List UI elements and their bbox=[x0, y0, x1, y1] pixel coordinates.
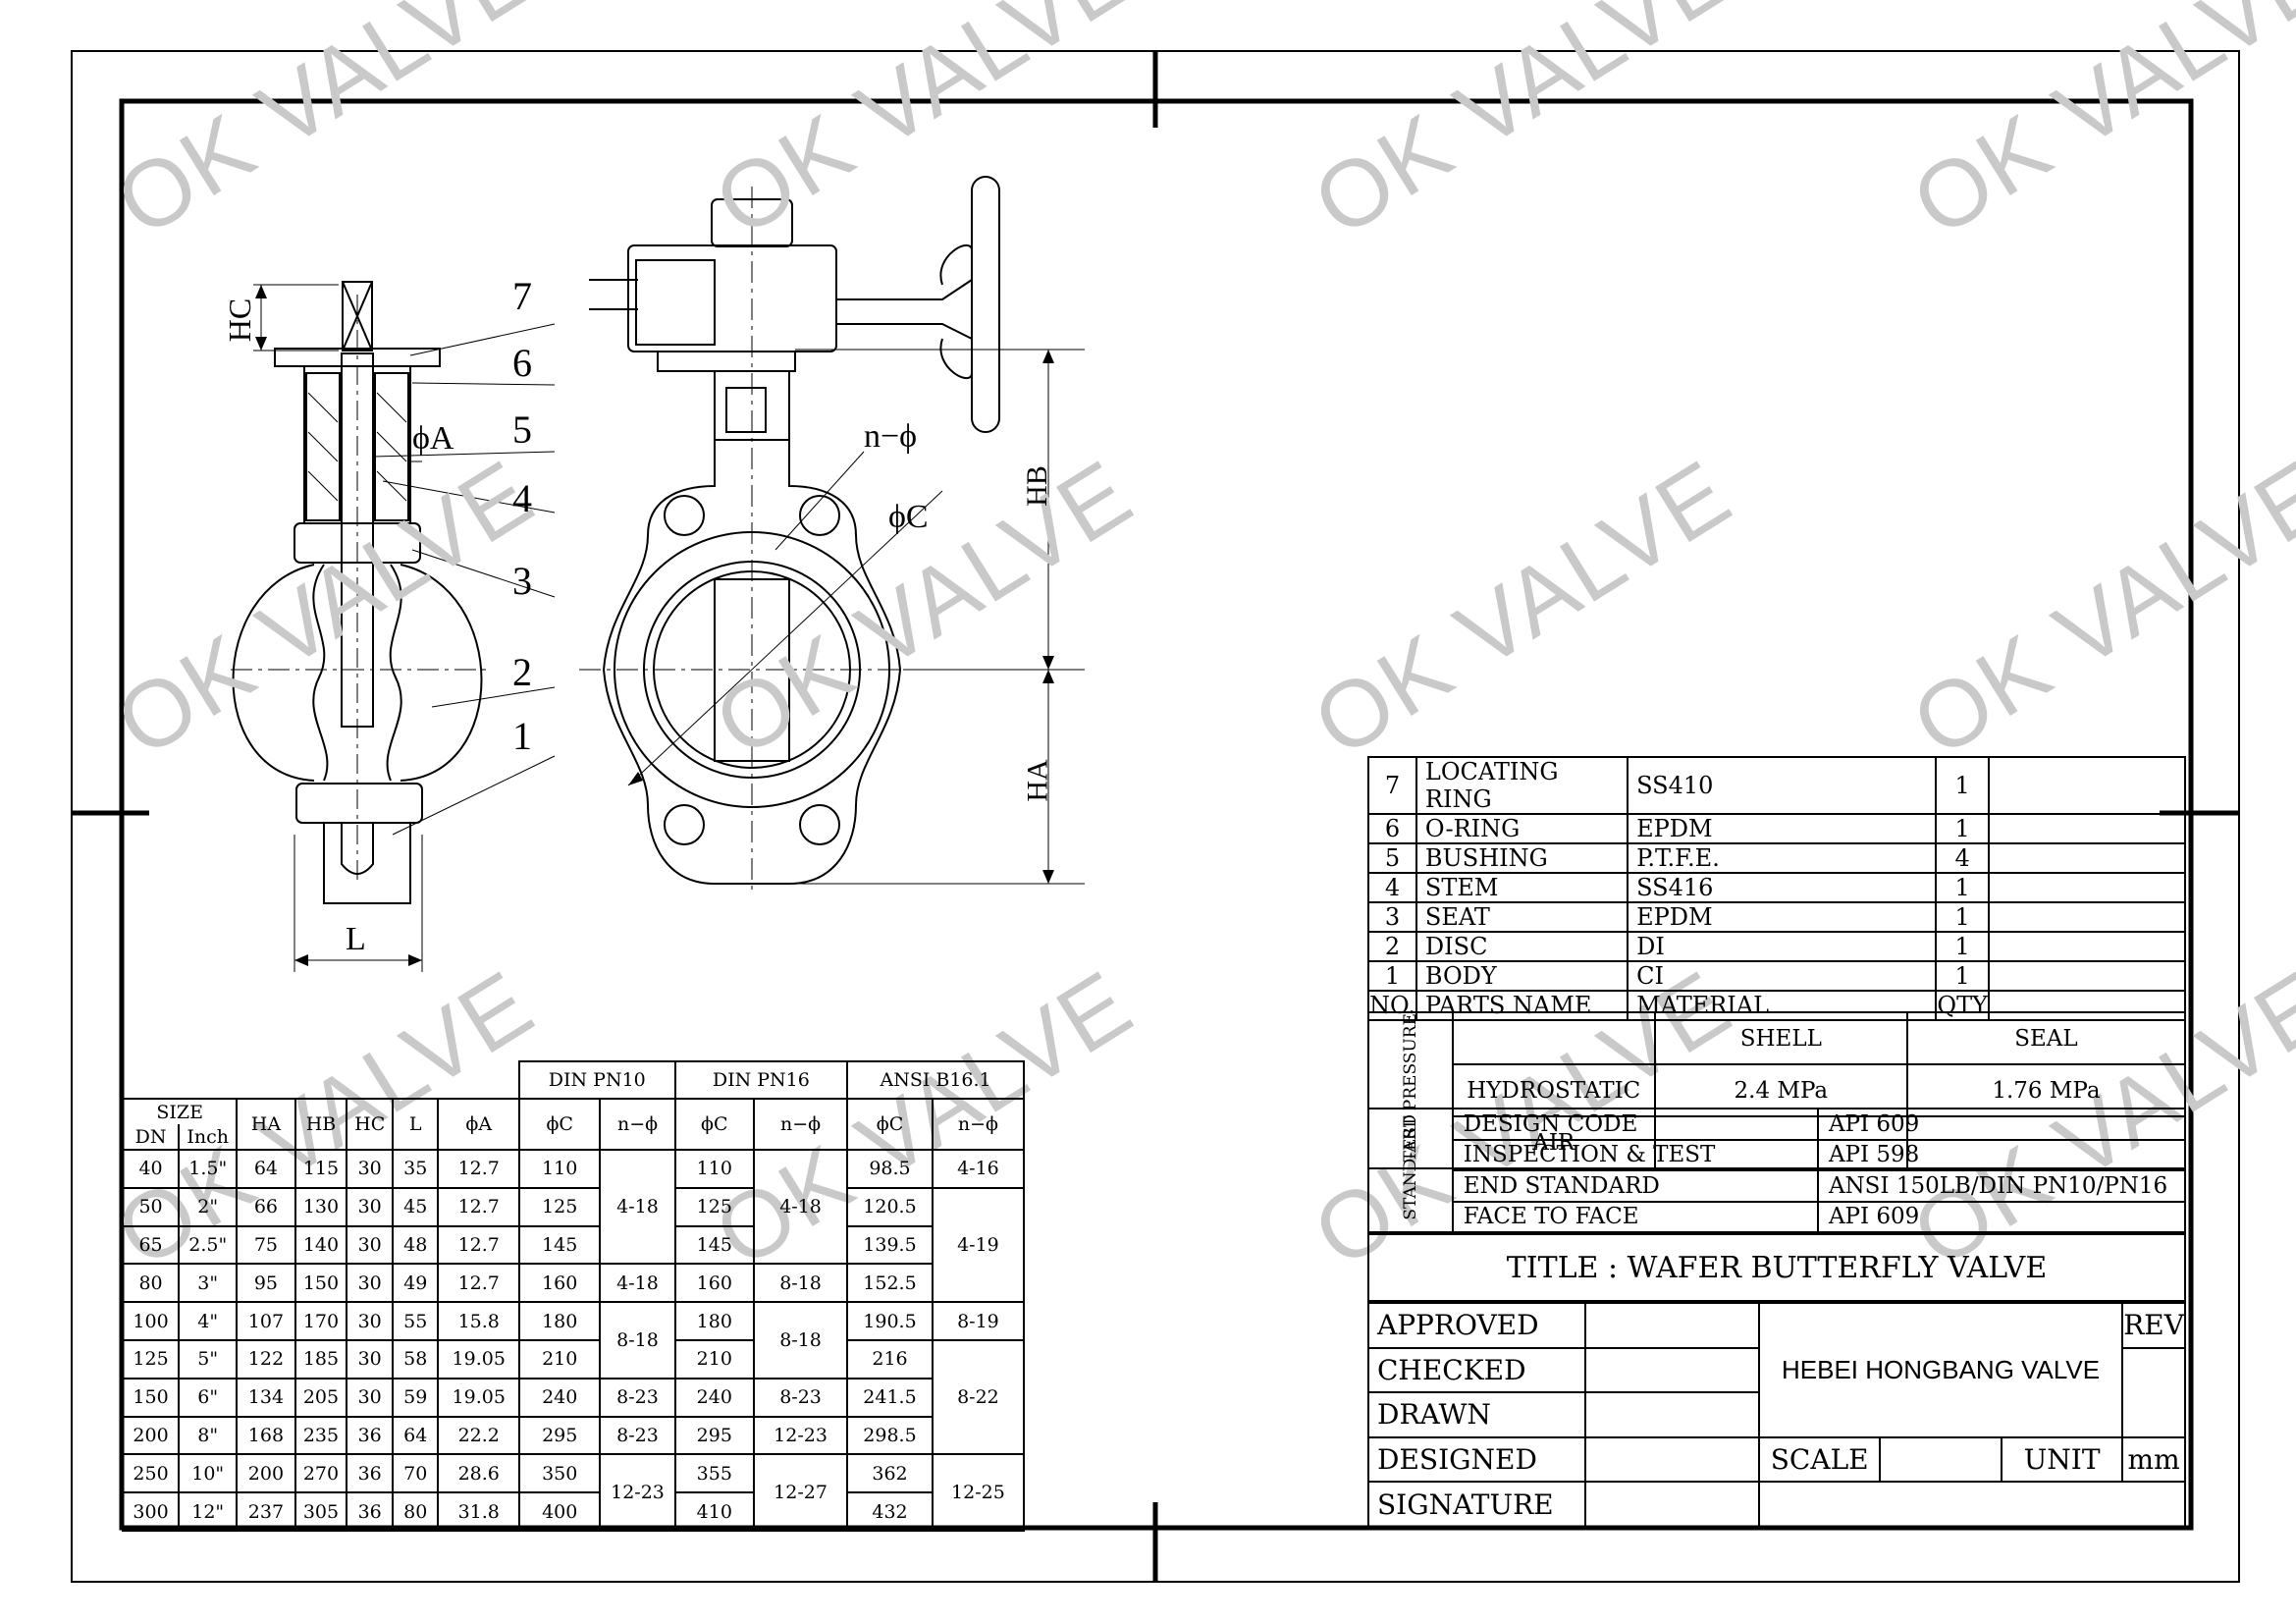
col-header: HA bbox=[236, 1098, 296, 1151]
group-header: DIN PN16 bbox=[673, 1060, 849, 1100]
approved-label: APPROVED bbox=[1366, 1302, 1587, 1349]
group-header: ANSI B16.1 bbox=[846, 1060, 1025, 1100]
callout-4: 4 bbox=[512, 476, 532, 520]
col-header: L bbox=[391, 1098, 440, 1151]
unit-value: mm bbox=[2121, 1435, 2186, 1484]
signature-table: APPROVED HEBEI HONGBANG VALVE REV CHECKE… bbox=[1366, 1302, 2187, 1528]
dn-header: DN bbox=[121, 1124, 181, 1151]
sub-header: ϕC bbox=[846, 1098, 934, 1151]
front-view bbox=[579, 176, 1085, 893]
side-view bbox=[231, 281, 556, 972]
size-table: DIN PN10 DIN PN16 ANSI B16.1 SIZE HA HB … bbox=[121, 1060, 1026, 1532]
col-header: ϕA bbox=[437, 1098, 520, 1151]
inch-header: Inch bbox=[178, 1124, 239, 1151]
group-header: DIN PN10 bbox=[517, 1060, 676, 1100]
standard-label: STAND-ARD bbox=[1400, 1114, 1420, 1220]
dim-hb: HB bbox=[1020, 465, 1053, 507]
callout-3: 3 bbox=[512, 559, 532, 603]
col-header: HB bbox=[294, 1098, 348, 1151]
signature-label: SIGNATURE bbox=[1366, 1481, 1587, 1528]
sub-header: ϕC bbox=[517, 1098, 602, 1151]
scale-label: SCALE bbox=[1757, 1435, 1882, 1484]
size-header: SIZE bbox=[121, 1098, 239, 1124]
dim-hc: HC bbox=[222, 298, 258, 343]
seal-header: SEAL bbox=[1905, 1010, 2187, 1066]
callout-1: 1 bbox=[512, 714, 532, 758]
sub-header: ϕC bbox=[673, 1098, 755, 1151]
callout-6: 6 bbox=[512, 341, 532, 385]
rev-label: REV bbox=[2121, 1302, 2186, 1349]
callout-7: 7 bbox=[512, 274, 532, 318]
dim-phi-c: ϕC bbox=[888, 499, 929, 535]
sub-header: n−ϕ bbox=[599, 1098, 676, 1151]
dim-n-phi: n−ϕ bbox=[864, 418, 918, 455]
drawing-title: TITLE : WAFER BUTTERFLY VALVE bbox=[1367, 1233, 2186, 1302]
dim-l: L bbox=[346, 921, 366, 957]
col-header: HC bbox=[346, 1098, 394, 1151]
dim-ha: HA bbox=[1021, 759, 1054, 802]
hydrostatic-label: HYDROSTATIC bbox=[1451, 1063, 1656, 1118]
drawn-label: DRAWN bbox=[1366, 1391, 1587, 1438]
callout-5: 5 bbox=[512, 407, 532, 452]
designed-label: DESIGNED bbox=[1366, 1435, 1587, 1484]
shell-header: SHELL bbox=[1653, 1010, 1908, 1066]
checked-label: CHECKED bbox=[1366, 1346, 1587, 1394]
dim-phi-a: ϕA bbox=[412, 420, 454, 457]
callout-2: 2 bbox=[512, 650, 532, 694]
sub-header: n−ϕ bbox=[931, 1098, 1026, 1151]
sub-header: n−ϕ bbox=[752, 1098, 849, 1151]
company-name: HEBEI HONGBANG VALVE bbox=[1757, 1302, 2124, 1438]
unit-label: UNIT bbox=[2001, 1435, 2124, 1484]
